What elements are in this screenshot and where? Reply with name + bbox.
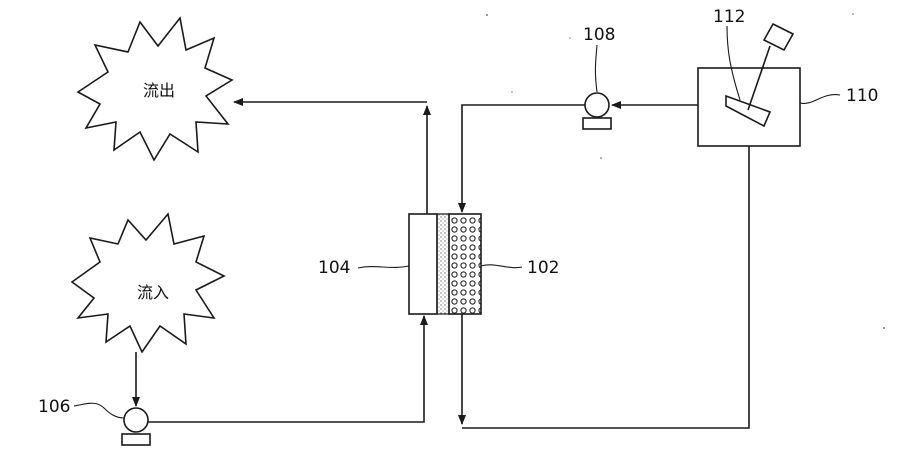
ref-102: 102 <box>527 258 559 278</box>
stirrer: 112 <box>713 7 795 128</box>
arrow-pump-to-reservoir <box>458 104 585 213</box>
outflow-label: 流出 <box>143 81 175 100</box>
outflow-burst: 流出 <box>76 16 234 162</box>
inflow-burst: 流入 <box>70 212 226 354</box>
inlet-pump: 106 <box>38 397 151 446</box>
membrane-module: 104 <box>318 213 450 315</box>
ref-110: 110 <box>846 86 878 106</box>
line-return-to-vessel <box>462 146 750 429</box>
ref-104: 104 <box>318 258 350 278</box>
ref-112: 112 <box>713 7 745 27</box>
return-pump: 108 <box>582 25 615 130</box>
sensor-reservoir: 102 <box>448 213 559 315</box>
scan-speckles <box>486 13 885 329</box>
arrow-pump-to-module <box>148 315 428 423</box>
ref-108: 108 <box>583 25 615 45</box>
ref-106: 106 <box>38 397 70 417</box>
inflow-label: 流入 <box>137 283 169 302</box>
flow-lines <box>132 98 750 429</box>
vessel: 110 <box>697 67 878 147</box>
